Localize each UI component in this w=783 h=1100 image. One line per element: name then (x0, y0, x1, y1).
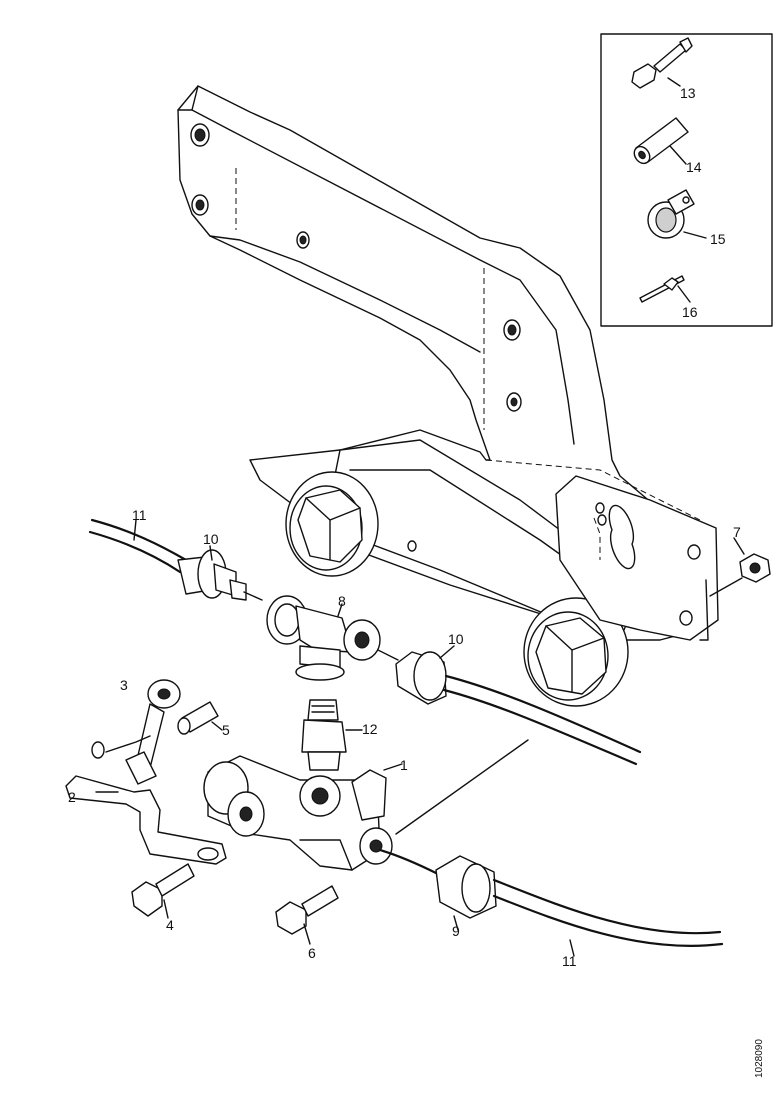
part-16-pin (639, 275, 691, 303)
part-1-valve-body (203, 755, 403, 871)
part-6-bolt (275, 885, 339, 945)
part-13-bolt (631, 37, 693, 89)
part-5-screw (177, 701, 223, 735)
part-4-bolt (131, 863, 195, 919)
part-9-fitting (378, 848, 497, 931)
part-2-lever (65, 741, 227, 865)
label-4: 4 (166, 917, 174, 933)
label-12: 12 (362, 721, 378, 737)
label-9: 9 (452, 923, 460, 939)
arm-bushing-lower (523, 597, 629, 707)
label-5: 5 (222, 722, 230, 738)
mounting-plate (555, 475, 719, 641)
label-16: 16 (682, 304, 698, 320)
label-2: 2 (68, 789, 76, 805)
label-1: 1 (400, 757, 408, 773)
part-12-adapter (301, 699, 363, 771)
label-15: 15 (710, 231, 726, 247)
drawing-code: 1028090 (754, 1039, 765, 1078)
part-10-fitting-left (177, 549, 263, 601)
label-10-upper: 10 (203, 531, 219, 547)
label-14: 14 (686, 159, 702, 175)
parts-inset: 13 14 15 16 (600, 33, 773, 327)
part-3-linkage (105, 679, 181, 785)
label-11-upper: 11 (132, 507, 147, 523)
part-15-clamp (647, 189, 707, 239)
leader-lines (95, 519, 745, 835)
label-7: 7 (733, 524, 741, 540)
label-11-lower: 11 (562, 953, 577, 969)
part-8-tee-fitting (266, 595, 399, 681)
part-14-sleeve (633, 117, 689, 165)
label-6: 6 (308, 945, 316, 961)
inset-frame (600, 33, 773, 327)
label-10-lower: 10 (448, 631, 464, 647)
label-13: 13 (680, 85, 696, 101)
part-10-fitting-right (395, 651, 642, 766)
cable-11-upper (88, 518, 188, 574)
label-8: 8 (338, 593, 346, 609)
arm-bushing-upper (285, 471, 379, 577)
part-7-nut (709, 553, 771, 597)
suspension-arm (177, 85, 719, 707)
label-3: 3 (120, 677, 128, 693)
cable-11-lower (492, 878, 724, 957)
